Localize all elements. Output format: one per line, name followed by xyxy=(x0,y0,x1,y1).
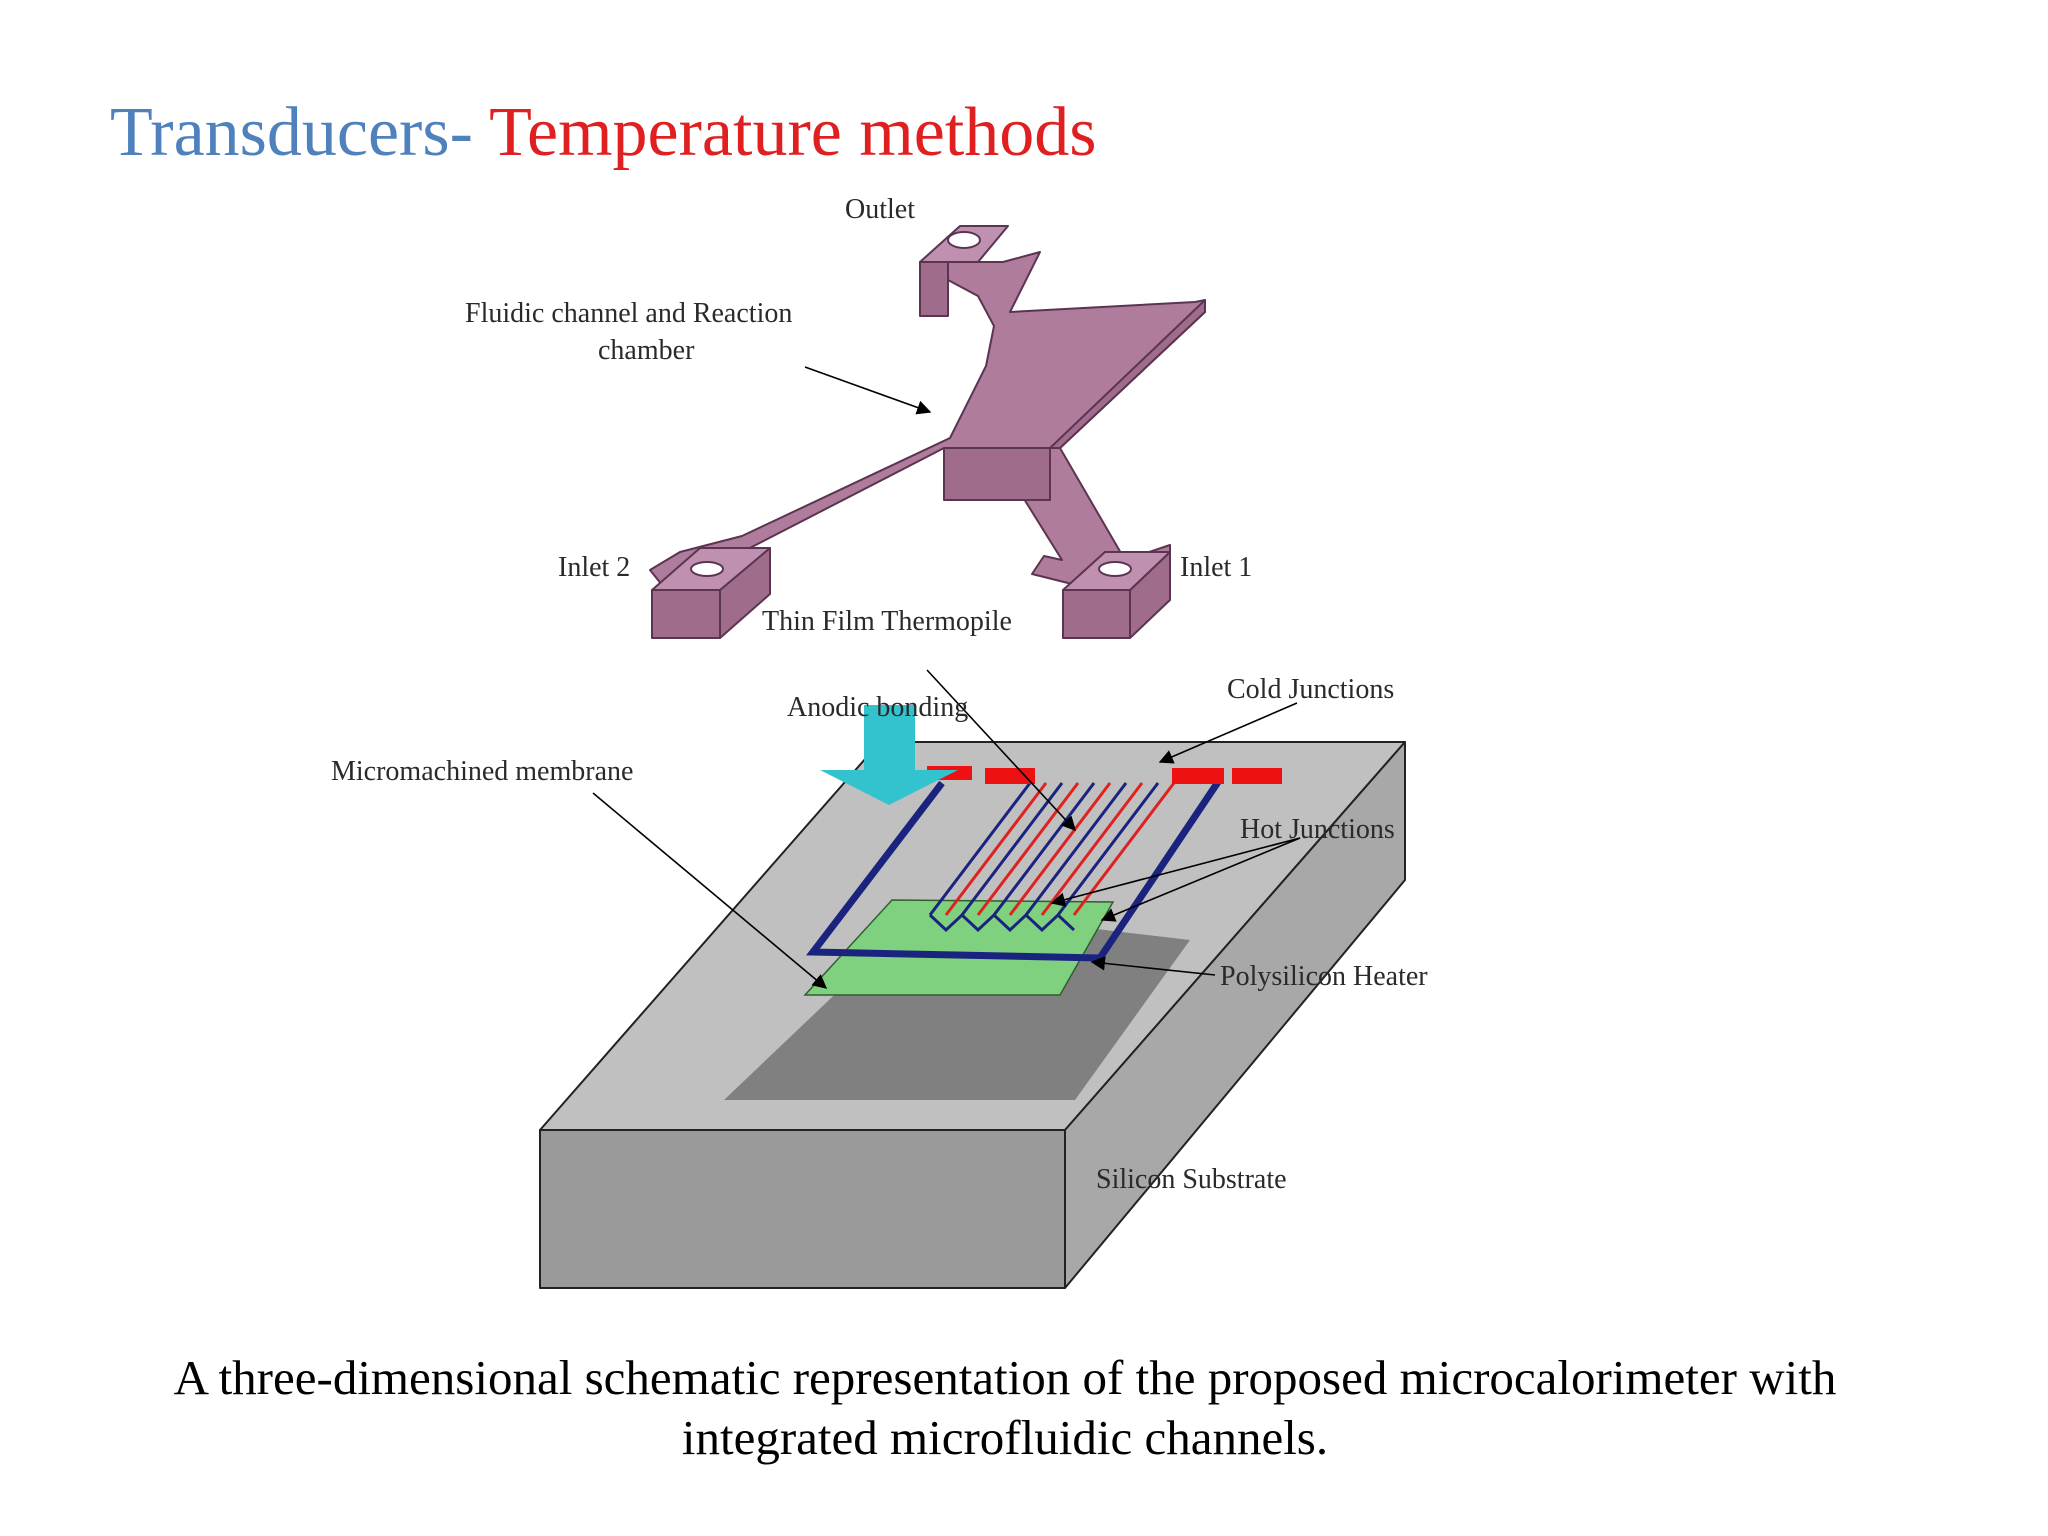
title-part-transducers: Transducers- xyxy=(110,94,473,171)
label-fluidic-channel-line2: chamber xyxy=(598,335,695,366)
label-fluidic-channel-line1: Fluidic channel and Reaction xyxy=(465,298,792,329)
anodic-bonding-arrow xyxy=(820,705,958,805)
label-cold-junctions: Cold Junctions xyxy=(1227,674,1394,705)
substrate-front-face xyxy=(539,1129,1066,1289)
substrate-side-face xyxy=(1064,741,1406,1289)
label-polysilicon-heater: Polysilicon Heater xyxy=(1220,961,1428,992)
figure-caption: A three-dimensional schematic representa… xyxy=(0,1348,2010,1468)
leader-lines xyxy=(592,366,1301,989)
caption-line-1: A three-dimensional schematic representa… xyxy=(173,1350,1837,1405)
caption-line-2: integrated microfluidic channels. xyxy=(681,1410,1329,1465)
title-part-temperature-methods: Temperature methods xyxy=(472,94,1097,171)
label-anodic-bonding: Anodic bonding xyxy=(787,692,968,723)
fluidic-chip xyxy=(649,225,1206,639)
label-hot-junctions: Hot Junctions xyxy=(1240,814,1395,845)
label-silicon-substrate: Silicon Substrate xyxy=(1096,1164,1287,1195)
thermopile-frame xyxy=(806,780,1221,962)
label-micromachined-membrane: Micromachined membrane xyxy=(331,756,633,787)
label-thin-film-thermopile: Thin Film Thermopile xyxy=(762,606,1012,637)
slide-title: Transducers- Temperature methods xyxy=(110,98,1097,168)
label-inlet-1: Inlet 1 xyxy=(1180,552,1252,583)
label-inlet-2: Inlet 2 xyxy=(558,552,630,583)
label-outlet: Outlet xyxy=(845,194,915,225)
thermopile-legs xyxy=(928,782,1176,933)
